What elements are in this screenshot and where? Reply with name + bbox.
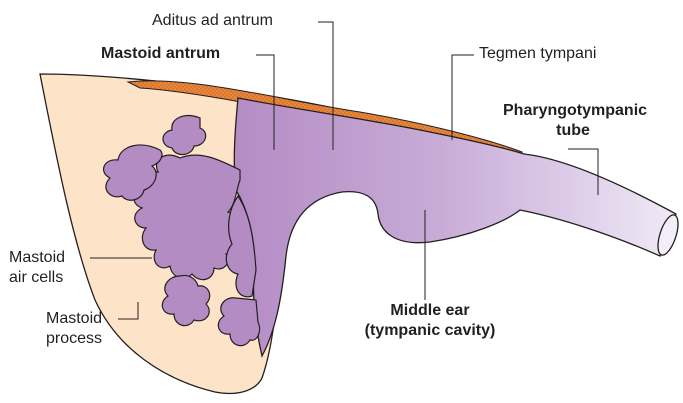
- label-process-line2: process: [46, 329, 102, 349]
- label-process-line1: Mastoid: [46, 309, 102, 329]
- label-mastoid-air-cells: Mastoid air cells: [9, 248, 65, 288]
- label-air-cells-line2: air cells: [9, 268, 65, 288]
- label-pharyngo-line2: tube: [503, 121, 643, 141]
- label-mastoid-antrum: Mastoid antrum: [101, 44, 220, 64]
- label-middle-ear-line1: Middle ear: [345, 301, 515, 321]
- label-middle-ear: Middle ear (tympanic cavity): [345, 301, 515, 341]
- label-aditus: Aditus ad antrum: [152, 11, 273, 31]
- label-air-cells-line1: Mastoid: [9, 248, 65, 268]
- leader-tegmen: [452, 55, 474, 140]
- label-pharyngotympanic-tube: Pharyngotympanic tube: [503, 101, 643, 141]
- label-mastoid-process: Mastoid process: [46, 309, 102, 349]
- label-pharyngo-line1: Pharyngotympanic: [503, 101, 643, 121]
- label-tegmen-tympani: Tegmen tympani: [479, 44, 596, 64]
- label-middle-ear-line2: (tympanic cavity): [345, 321, 515, 341]
